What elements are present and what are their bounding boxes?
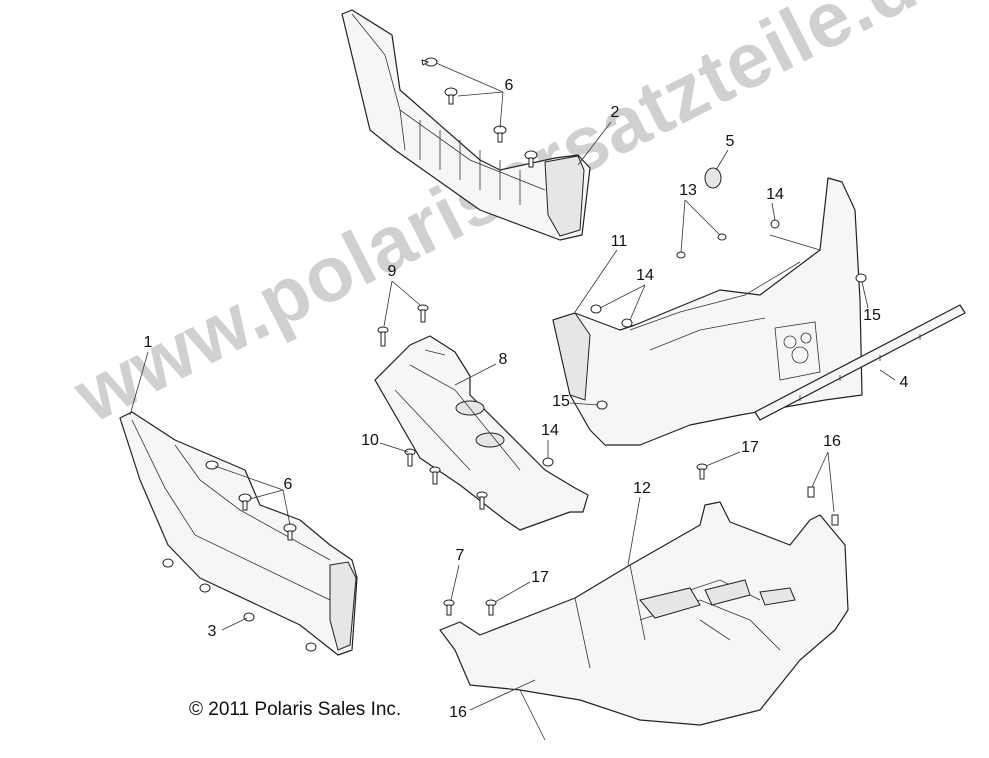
part-2-rocker-panel-upper [341,9,591,241]
callout-15-b[interactable]: 15 [552,393,570,410]
callout-14-a[interactable]: 14 [766,186,784,203]
callout-13[interactable]: 13 [679,182,697,199]
part-12-floor-tub [439,501,849,741]
callout-16-b[interactable]: 16 [449,704,467,721]
callout-5[interactable]: 5 [725,133,735,150]
screw-icon [421,57,438,67]
callout-10[interactable]: 10 [361,432,379,449]
callout-2[interactable]: 2 [610,104,620,121]
part-4-seal-strip [754,304,966,421]
callout-14-c[interactable]: 14 [541,422,559,439]
callout-6-lower[interactable]: 6 [283,476,293,493]
callout-16-a[interactable]: 16 [823,433,841,450]
screw-icon [283,523,297,541]
callout-14-b[interactable]: 14 [636,267,654,284]
leader-lines [129,62,896,711]
callout-17-a[interactable]: 17 [741,439,759,456]
callout-4[interactable]: 4 [899,374,909,391]
screw-icon [205,460,219,470]
callout-15-a[interactable]: 15 [863,307,881,324]
callout-11[interactable]: 11 [610,233,628,250]
callout-6-upper[interactable]: 6 [504,77,514,94]
callout-12[interactable]: 12 [633,480,651,497]
callout-8[interactable]: 8 [498,351,508,368]
callout-9[interactable]: 9 [387,263,397,280]
part-11-firewall [552,177,863,446]
screw-icon [524,150,538,168]
screw-icon [238,493,252,511]
screw-icon [493,125,507,143]
part-1-rocker-panel-lower [119,411,358,656]
fasteners [162,57,867,652]
copyright-text: © 2011 Polaris Sales Inc. [189,699,402,720]
callout-7[interactable]: 7 [455,547,465,564]
screw-icon [444,87,458,105]
callout-17-b[interactable]: 17 [531,569,549,586]
callout-1[interactable]: 1 [143,334,153,351]
callout-3[interactable]: 3 [207,623,217,640]
